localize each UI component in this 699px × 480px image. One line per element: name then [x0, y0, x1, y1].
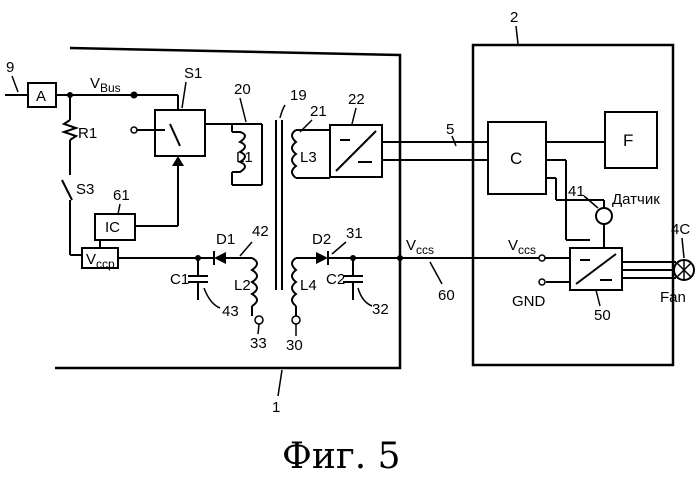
l3-coil [292, 130, 296, 178]
c1-label: C1 [170, 271, 189, 288]
ref-33: 33 [250, 335, 267, 352]
vccp-sub: ccp [96, 257, 115, 271]
vccp-label: V [86, 251, 96, 268]
block-c-label: C [510, 149, 522, 168]
d2-label: D2 [312, 231, 331, 248]
vbus-label: V [90, 75, 100, 92]
fan-label: Fan [660, 289, 686, 306]
l1-label: L1 [236, 149, 253, 166]
ref-60: 60 [438, 287, 455, 304]
d2-diode [316, 252, 328, 264]
block-f-label: F [623, 131, 633, 150]
r1-resistor [64, 120, 76, 140]
ref-4c: 4C [671, 221, 690, 238]
ref-21: 21 [310, 103, 327, 120]
r1-label: R1 [78, 125, 97, 142]
ref-32: 32 [372, 301, 389, 318]
ref-2: 2 [510, 9, 518, 26]
vbus-sub: Bus [100, 81, 121, 95]
ref-30: 30 [286, 337, 303, 354]
s3-switch [62, 180, 72, 200]
l4-coil [292, 258, 296, 306]
ref-43: 43 [222, 303, 239, 320]
l4-label: L4 [300, 277, 317, 294]
ref-9: 9 [6, 59, 14, 76]
ref-19: 19 [290, 87, 307, 104]
block-ic-label: IC [105, 219, 120, 236]
s1-label: S1 [184, 65, 202, 82]
l2-coil [252, 258, 257, 306]
sensor-label: Датчик [612, 191, 660, 208]
ref-22: 22 [348, 91, 365, 108]
vccs2-sub: ccs [518, 243, 536, 257]
ref-5: 5 [446, 121, 454, 138]
vccs2-label: V [508, 237, 518, 254]
block-a-label: A [36, 88, 46, 105]
ref-20: 20 [234, 81, 251, 98]
figure-caption: Фиг. 5 [282, 436, 401, 477]
vccs-label: V [406, 237, 416, 254]
ref-61: 61 [113, 187, 130, 204]
vccs-sub: ccs [416, 243, 434, 257]
ref-50: 50 [594, 307, 611, 324]
l2-label: L2 [234, 277, 251, 294]
ref-42: 42 [252, 223, 269, 240]
ref-1: 1 [272, 399, 280, 416]
ref-41: 41 [568, 183, 585, 200]
c2-label: C2 [326, 271, 345, 288]
ref-31: 31 [346, 225, 363, 242]
l3-label: L3 [300, 149, 317, 166]
d1-diode [214, 252, 226, 264]
d1-label: D1 [216, 231, 235, 248]
s3-label: S3 [76, 181, 94, 198]
gnd-label: GND [512, 293, 546, 310]
sensor-41 [596, 208, 612, 224]
switch-s1 [155, 110, 205, 156]
